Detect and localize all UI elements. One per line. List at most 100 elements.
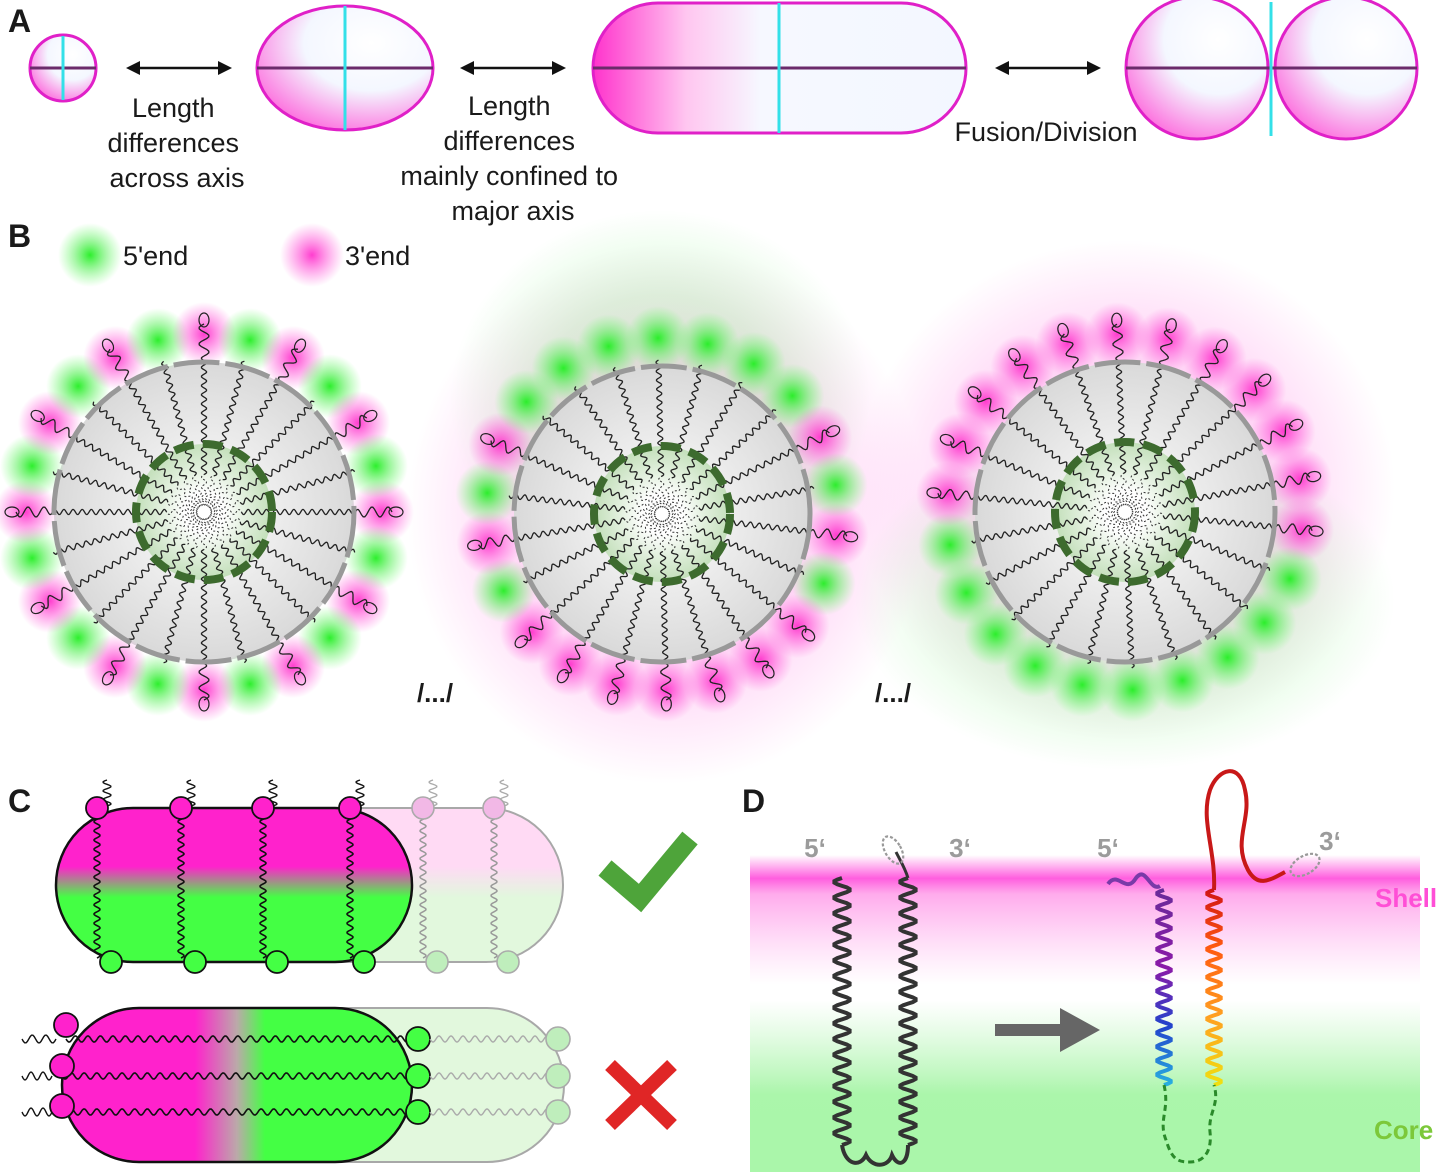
chain-core-segment xyxy=(183,479,203,507)
polymer-chain xyxy=(1144,376,1204,480)
chain-core-segment xyxy=(176,485,201,508)
polymer-chain xyxy=(1085,548,1118,665)
polymer-chain xyxy=(200,355,208,476)
chain-core-segment xyxy=(648,478,663,508)
chain-loop xyxy=(704,660,723,692)
end-glow xyxy=(625,306,690,371)
end-5-bead-faint xyxy=(545,1063,571,1089)
polymer-chain xyxy=(124,376,188,480)
polymer-chain xyxy=(581,545,643,647)
chain-tail xyxy=(363,601,378,615)
chain-core-segment xyxy=(1105,517,1122,546)
end-5-bead xyxy=(99,950,123,974)
micelle-core xyxy=(594,446,730,582)
end-5-bead-faint xyxy=(496,950,520,974)
chain-tail xyxy=(1215,339,1228,354)
chain-core-segment xyxy=(667,495,696,513)
label-5-prime-right: 5‘ xyxy=(1097,833,1119,863)
chain-core-segment xyxy=(1129,516,1156,536)
chain-tail xyxy=(4,506,20,518)
polymer-chain xyxy=(1154,535,1249,610)
chain-core-segment xyxy=(1090,513,1120,532)
chain-core-segment xyxy=(624,512,656,523)
chain-core-segment xyxy=(1131,514,1162,527)
chain-loop xyxy=(800,429,830,451)
chain-loop xyxy=(278,646,302,676)
chain-core-segment xyxy=(668,512,700,521)
chain-core-segment xyxy=(201,474,207,506)
chain-tail xyxy=(30,601,45,615)
polymer-chain xyxy=(985,527,1092,585)
chain-core-segment xyxy=(1125,518,1140,549)
chain-core-segment xyxy=(1094,488,1121,508)
chain-core-segment xyxy=(209,491,237,511)
chain-tail xyxy=(30,409,45,423)
end-glow xyxy=(1035,311,1100,376)
polymer-chain xyxy=(1160,525,1271,572)
chain-tail xyxy=(660,696,672,712)
chain-right-strand xyxy=(898,876,918,1147)
end-glow xyxy=(1150,648,1215,713)
panel-b-letter: B xyxy=(8,218,31,254)
polymer-chain xyxy=(695,528,805,576)
core-label: Core xyxy=(1374,1115,1433,1145)
chain-vertical-faint xyxy=(419,809,427,959)
polymer-chain xyxy=(1162,513,1281,531)
end-5-bead xyxy=(265,950,289,974)
chain-loop xyxy=(523,615,549,641)
chain-left-strand xyxy=(832,876,852,1147)
chain-tail xyxy=(363,409,378,423)
chain-loop xyxy=(564,644,582,674)
chain-tail xyxy=(1165,318,1177,334)
chain-loop xyxy=(338,589,368,607)
polymer-chain xyxy=(239,469,356,505)
legend-3-end-label: 3'end xyxy=(345,241,410,271)
chain-tail xyxy=(514,635,529,649)
chain-core-segment xyxy=(662,477,673,508)
chain-core-segment xyxy=(171,513,199,533)
end-glow xyxy=(1270,497,1335,562)
chain-tail xyxy=(1057,322,1069,338)
chain-core-segment xyxy=(204,475,215,506)
polymer-chain xyxy=(200,548,208,669)
chain-folded-rainbow xyxy=(1106,769,1321,1164)
chain-vertical xyxy=(346,809,354,959)
chain-core-segment xyxy=(210,512,241,523)
chain-tail xyxy=(713,687,726,703)
shape-dividing-pair xyxy=(1124,0,1419,141)
micelle-core-boundary xyxy=(132,440,276,584)
chain-loop xyxy=(359,506,393,518)
chain-tail xyxy=(881,835,905,865)
chain-core-segment xyxy=(664,519,685,546)
chain-loop xyxy=(1060,333,1079,365)
polymer-chain xyxy=(1011,537,1098,621)
polymer-chain xyxy=(509,517,626,543)
panel-d: D 5‘ 3‘ 5‘ 3‘ Shell Core xyxy=(742,769,1437,1172)
chain-core-segment xyxy=(658,476,665,508)
polymer-chain xyxy=(1072,363,1116,477)
micelle-intermediate xyxy=(455,306,869,722)
capsule-vertical-chains xyxy=(54,806,414,964)
panel-c-letter: C xyxy=(8,783,31,819)
polymer-chain xyxy=(620,549,654,664)
polymer-chain xyxy=(971,516,1088,544)
panel-a: A xyxy=(8,0,1419,226)
end-3-bead xyxy=(49,1093,75,1119)
chain-tail xyxy=(939,433,955,446)
ellipsis-1: /.../ xyxy=(417,678,453,708)
chain-core-segment xyxy=(632,490,658,510)
polymer-chain xyxy=(211,547,247,664)
polymer-chain xyxy=(969,493,1088,511)
chain-tail xyxy=(926,487,942,499)
end-5-bead xyxy=(183,950,207,974)
double-arrow-2 xyxy=(460,61,566,75)
polymer-chain xyxy=(681,381,743,483)
end-glow xyxy=(1100,657,1165,722)
polymer-chain xyxy=(695,444,801,500)
polymer-chain xyxy=(161,360,197,477)
chain-core-segment xyxy=(171,493,199,509)
chain-core-segment xyxy=(1130,492,1160,511)
polymer-chain xyxy=(681,544,750,642)
panel-b: B 5'end 3'end /.../ /.../ xyxy=(0,210,1395,784)
